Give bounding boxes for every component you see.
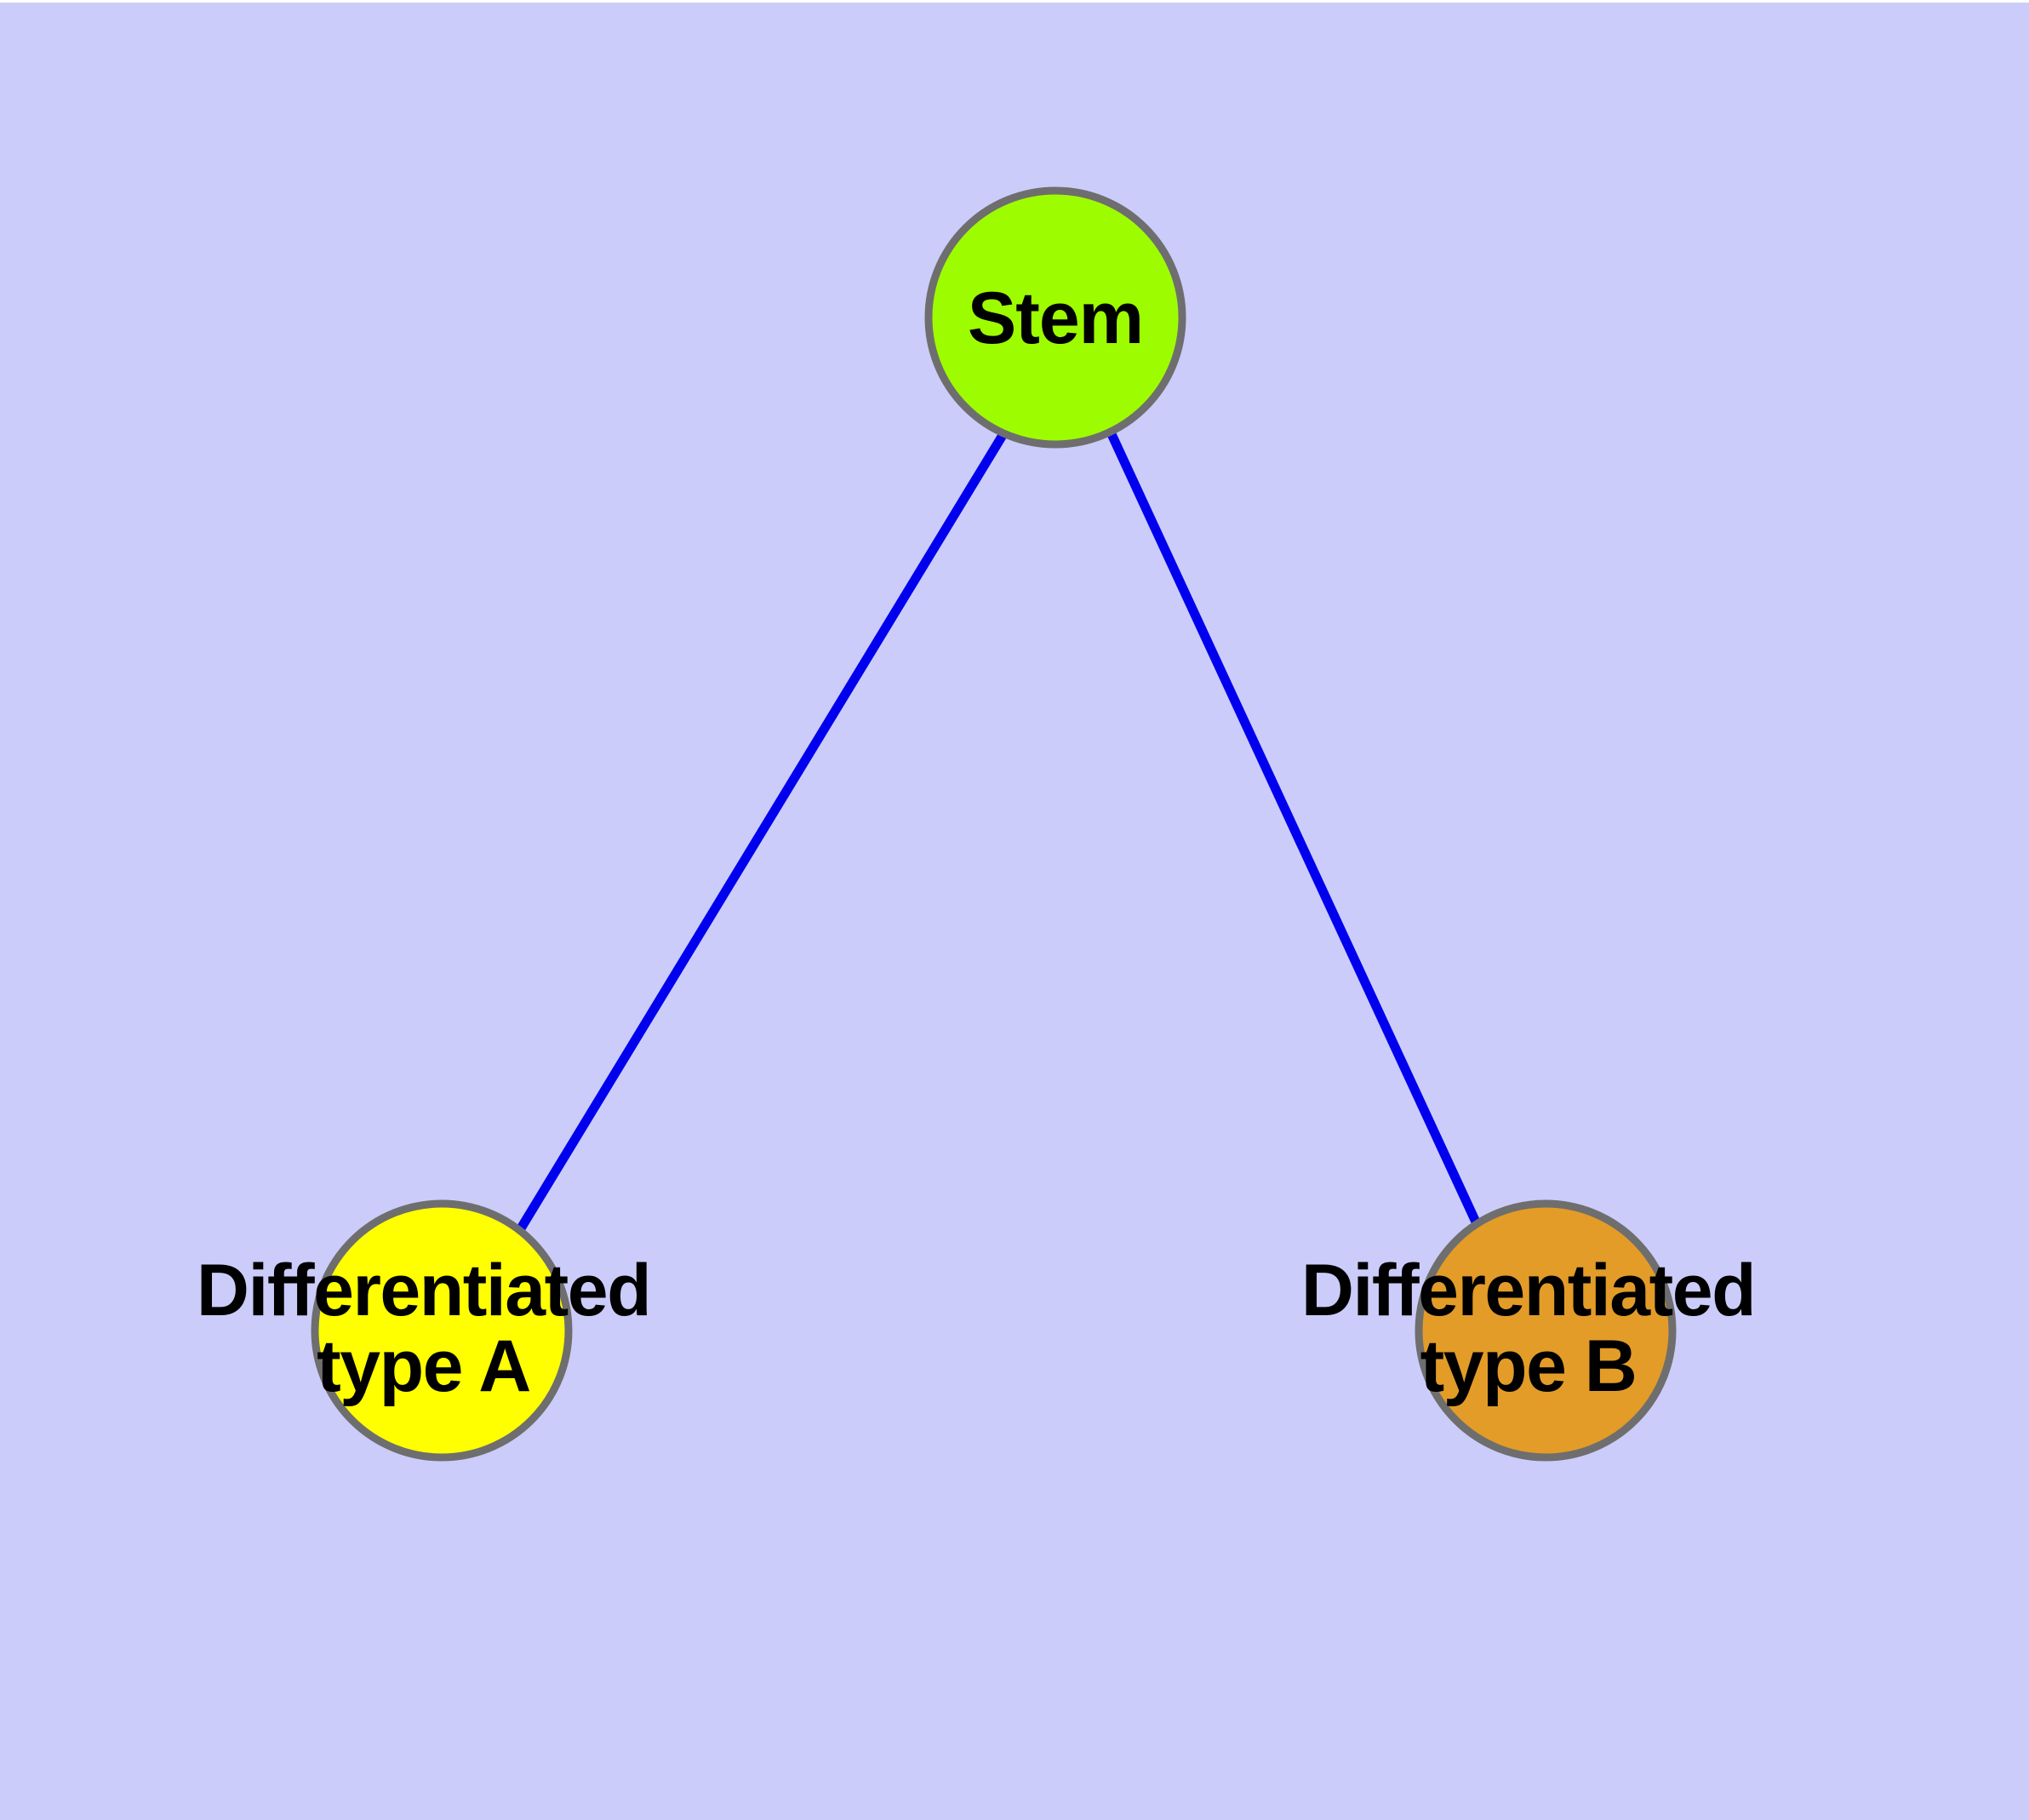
node-stem-circle[interactable]: [924, 186, 1186, 449]
edge-stem-to-diff-b[interactable]: [1106, 429, 1484, 1234]
edge-stem-to-diff-a[interactable]: [516, 427, 1009, 1233]
top-hairline: [0, 0, 2029, 3]
node-layer: [311, 186, 1677, 1462]
edge-layer: [516, 427, 1484, 1234]
node-diff-b-circle[interactable]: [1415, 1199, 1677, 1462]
node-diff-a-circle[interactable]: [311, 1199, 573, 1462]
